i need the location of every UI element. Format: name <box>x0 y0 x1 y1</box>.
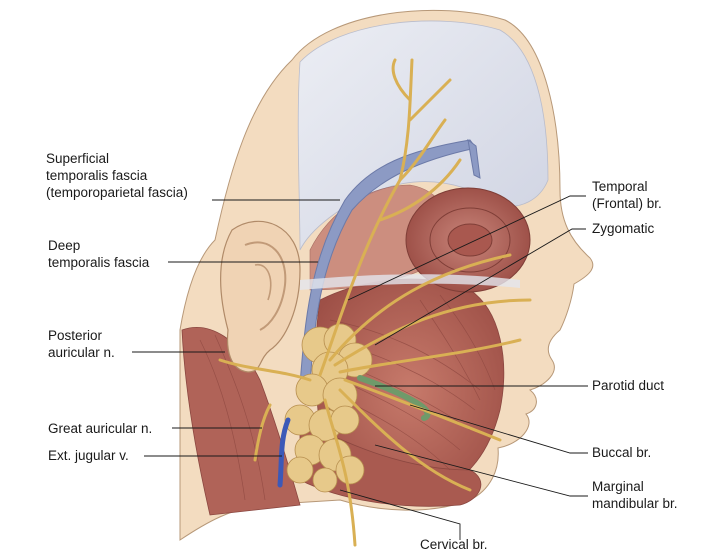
leader-buccal <box>409 404 588 454</box>
label-superficial-temporalis-fascia: Superficial temporalis fascia (temporopa… <box>46 151 188 200</box>
label-posterior-auricular-n: Posterior auricular n. <box>48 328 115 360</box>
facial-nerve-branches <box>218 58 532 547</box>
parotid-duct <box>357 375 431 421</box>
leader-zygomatic <box>374 228 586 346</box>
label-temporal-frontal-br: Temporal (Frontal) br. <box>592 179 662 211</box>
leader-marginal <box>374 444 588 497</box>
leader-lines <box>132 195 588 540</box>
leader-temporal-frontal <box>347 195 586 301</box>
label-parotid-duct: Parotid duct <box>592 378 665 393</box>
leader-cervical <box>339 489 461 540</box>
jaw-muscles <box>299 419 482 507</box>
label-buccal-br: Buccal br. <box>592 445 652 460</box>
ear <box>220 220 301 373</box>
label-marginal-mandibular-br: Marginal mandibular br. <box>592 479 678 511</box>
label-deep-temporalis-fascia: Deep temporalis fascia <box>48 238 150 270</box>
label-ext-jugular-v: Ext. jugular v. <box>48 448 129 463</box>
label-cervical-br: Cervical br. <box>420 537 488 552</box>
label-zygomatic: Zygomatic <box>592 221 655 236</box>
label-great-auricular-n: Great auricular n. <box>48 421 153 436</box>
ext-jugular-vein <box>277 417 291 488</box>
